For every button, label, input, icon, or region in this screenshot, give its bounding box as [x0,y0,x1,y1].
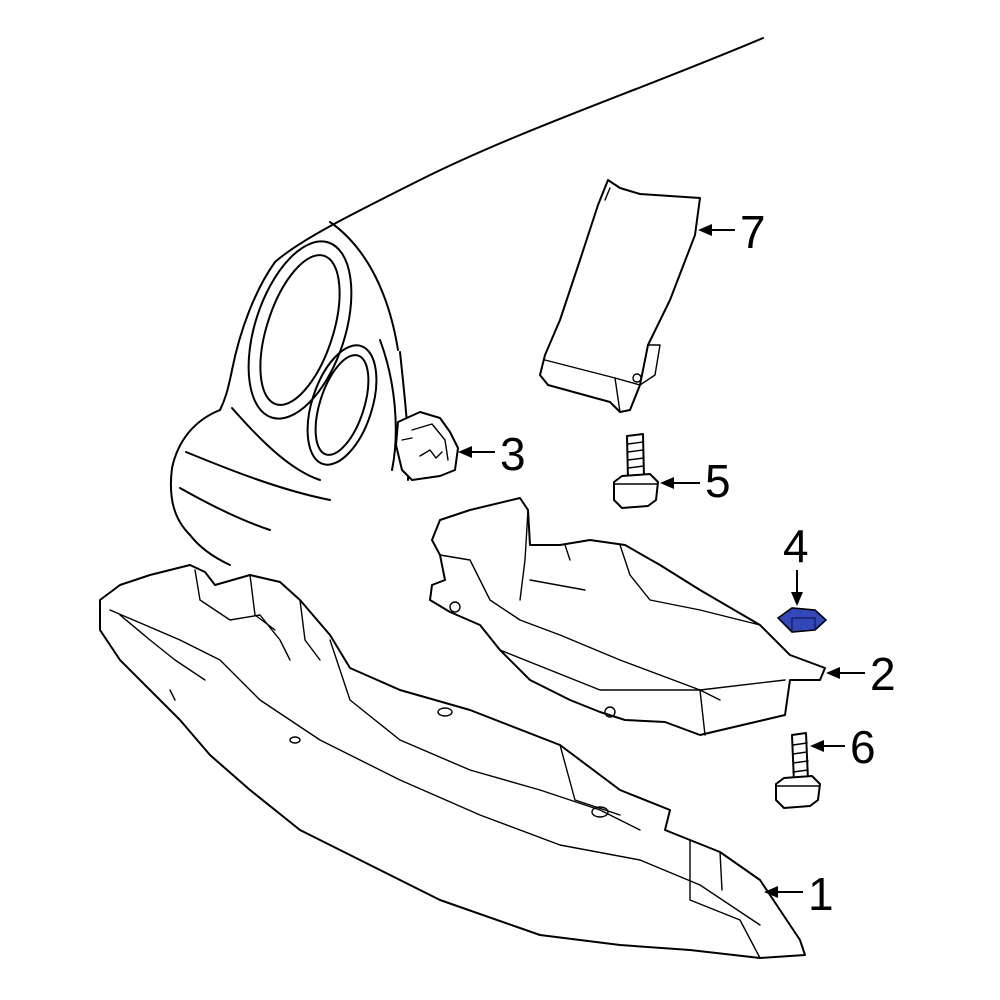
vehicle-body-outline [169,37,764,566]
part-7-side-shield [539,179,701,413]
callout-3: 3 [458,428,526,480]
part-5-bolt [613,433,659,509]
headlamp-inner [306,344,378,466]
callout-2-label: 2 [870,648,896,700]
part-2-lower-cover [429,497,826,736]
callout-1: 1 [764,868,834,920]
callout-6: 6 [810,721,876,773]
callout-4: 4 [783,520,809,606]
callout-5: 5 [660,455,731,507]
part-3-clip [395,411,459,481]
callout-1-label: 1 [808,868,834,920]
callout-5-label: 5 [705,455,731,507]
callout-4-label: 4 [783,520,809,572]
callout-7: 7 [698,206,766,258]
headlamp-outer [247,240,353,420]
part-4-nut [776,607,828,633]
part-1-splash-shield [99,564,806,959]
callout-6-label: 6 [850,721,876,773]
part-6-bolt [775,732,821,809]
callout-2: 2 [826,648,896,700]
callout-3-label: 3 [500,428,526,480]
callout-7-label: 7 [740,206,766,258]
